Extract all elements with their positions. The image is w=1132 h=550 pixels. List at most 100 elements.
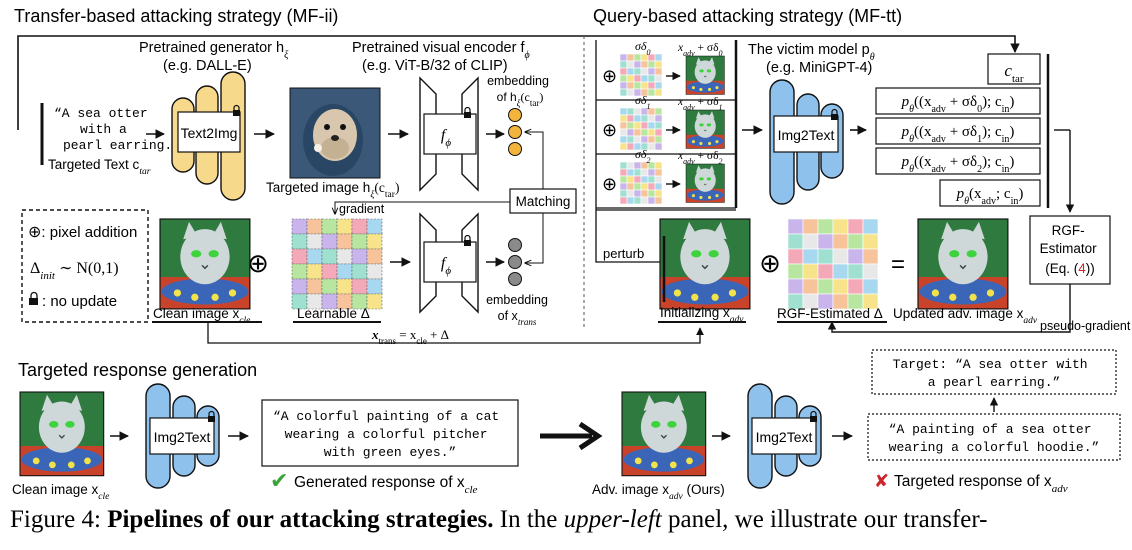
xtrans-line (207, 322, 704, 344)
img2text-label: Img2Text (778, 127, 835, 143)
legend-no-update: : no update (42, 293, 117, 310)
initializing-label: Initializing xadv (660, 305, 744, 325)
victim-example: (e.g. MiniGPT-4) (766, 60, 872, 76)
embedding-bottom (508, 238, 522, 286)
panel-left-title: Transfer-based attacking strategy (MF-ii… (14, 6, 338, 26)
targeted-image-otter (289, 87, 381, 179)
prob-box-0: pθ((xadv + σδ0); cin) (875, 87, 1041, 115)
svg-text:pθ((xadv + σδ0); cin): pθ((xadv + σδ0); cin) (901, 94, 1015, 115)
legend-box (21, 209, 149, 323)
learnable-delta-label: Learnable Δ (297, 306, 370, 321)
encoder-top-label: fϕ (441, 127, 451, 149)
embedding-bottom-label2: of xtrans (498, 309, 537, 327)
pixel-add-row-2: ⊕ (602, 174, 617, 194)
top-feedback-arrow (17, 35, 1020, 130)
xtrans-eq-bg (358, 326, 508, 342)
perturb-line (595, 40, 664, 263)
row-adv-image-0 (685, 55, 725, 95)
row-adv-image-2 (685, 163, 725, 203)
prob-box-2: pθ((xadv + σδ2); cin) (875, 147, 1041, 175)
svg-text:Img2Text: Img2Text (154, 429, 211, 445)
lock-icon (464, 106, 471, 118)
gradient-line (335, 201, 510, 214)
clean-response-text: “A colorful painting of a cat wearing a … (273, 409, 507, 460)
bottom-clean-image (19, 391, 105, 477)
svg-text:pθ((xadv + σδ1); cin): pθ((xadv + σδ1); cin) (901, 124, 1015, 145)
pseudo-gradient-label: pseudo-gradient (1040, 319, 1131, 333)
clean-response-box (261, 399, 519, 467)
embedding-top-label2: of hξ(ctar) (497, 90, 544, 108)
clean-image-cat (159, 218, 251, 310)
noise-grid-0 (619, 53, 663, 97)
targeted-image-label: Targeted image hξ(ctar) (266, 180, 399, 200)
img2text-bottom-1: Img2Text (145, 383, 220, 489)
text2img-module: Text2Img (171, 71, 246, 201)
adv-image-ours-label: Adv. image xadv (Ours) (592, 482, 725, 502)
targeted-quote: “A sea otter with a pearl earring.” (54, 106, 180, 153)
encoder-bottom-label: fϕ (441, 255, 451, 277)
panel-right-title: Query-based attacking strategy (MF-tt) (593, 6, 902, 26)
rgf-estimator-box (1029, 215, 1111, 285)
figure-caption: Figure 4: Pipelines of our attacking str… (10, 506, 988, 533)
embedding-top-label1: embedding (487, 74, 549, 88)
sigma-delta-label-2: σδ2 (635, 147, 651, 165)
matching-label: Matching (516, 194, 571, 209)
target-box (871, 349, 1117, 395)
perturb-label: perturb (603, 246, 644, 261)
lock-icon (810, 410, 817, 422)
panel-bottom-title: Targeted response generation (18, 360, 257, 380)
rgf-estimated-grid (787, 218, 879, 310)
sigma-delta-label-0: σδ0 (635, 39, 651, 57)
adv-response-box (867, 413, 1121, 461)
legend-delta: Δinit∼ N(0,1) (30, 260, 119, 282)
victim-title: The victim model pθ (748, 42, 875, 63)
svg-text:pθ(xadv; cin): pθ(xadv; cin) (956, 186, 1024, 207)
adv-response-text: “A painting of a sea otter wearing a col… (889, 422, 1100, 455)
generated-response-label: Generated response of xcle (294, 474, 478, 496)
target-box-text: Target: “A sea otter with a pearl earrin… (893, 357, 1096, 390)
img2text-victim: Img2Text (769, 79, 844, 205)
targeted-response-label: Targeted response of xadv (894, 473, 1068, 495)
big-arrow-icon (578, 421, 603, 451)
updated-adv-label: Updated adv. image xadv (893, 306, 1038, 326)
prob-box-1: pθ((xadv + σδ1); cin) (875, 117, 1041, 145)
pixel-add-2: ⊕ (759, 248, 781, 278)
equals-sign: = (891, 251, 905, 278)
initializing-xadv-image (659, 218, 751, 310)
embedding-bottom-label1: embedding (486, 293, 548, 307)
lock-icon (208, 410, 215, 422)
generator-example: (e.g. DALL-E) (163, 58, 252, 74)
bottom-clean-label: Clean image xcle (12, 482, 109, 502)
probability-boxes: pθ((xadv + σδ0); cin) pθ((xadv + σδ1); ci… (875, 87, 1041, 175)
row-adv-image-1 (685, 109, 725, 149)
lock-icon (29, 291, 38, 305)
targeted-text-label: Targeted Text ctar (48, 157, 151, 177)
bottom-adv-image (621, 391, 707, 477)
encoder-example: (e.g. ViT-B/32 of CLIP) (362, 58, 508, 74)
svg-text:pθ((xadv + σδ2); cin): pθ((xadv + σδ2); cin) (901, 154, 1015, 175)
text2img-label: Text2Img (181, 125, 238, 141)
rgf-estimator-label: RGF- Estimator (Eq. (4)) (1040, 223, 1101, 276)
gradient-label: gradient (339, 202, 385, 216)
lock-icon (831, 108, 838, 120)
lock-icon (233, 104, 240, 116)
xadv-plus-label-1: xadv + σδ1 (677, 96, 723, 112)
match-line-bottom (525, 213, 544, 263)
noise-grid-1 (619, 107, 663, 151)
generator-title: Pretrained generator hξ (139, 40, 289, 61)
encoder-top: fϕ (419, 76, 479, 192)
encoder-bottom: fϕ (419, 212, 479, 314)
prob-box-last: pθ(xadv; cin) (939, 179, 1041, 207)
ctar-box (987, 53, 1041, 85)
encoder-title: Pretrained visual encoder fϕ (352, 40, 530, 61)
ctar-label: ctar (1004, 61, 1023, 85)
updated-adv-image (917, 218, 1009, 310)
pixel-add-1: ⊕ (247, 248, 269, 278)
img2text-bottom-2: Img2Text (747, 383, 822, 489)
xtrans-equation: xtrans = xcle + Δ (371, 327, 449, 346)
svg-text:Img2Text: Img2Text (756, 429, 813, 445)
sigma-delta-label-1: σδ1 (635, 93, 651, 111)
rgf-estimated-label: RGF-Estimated Δ (777, 306, 883, 321)
